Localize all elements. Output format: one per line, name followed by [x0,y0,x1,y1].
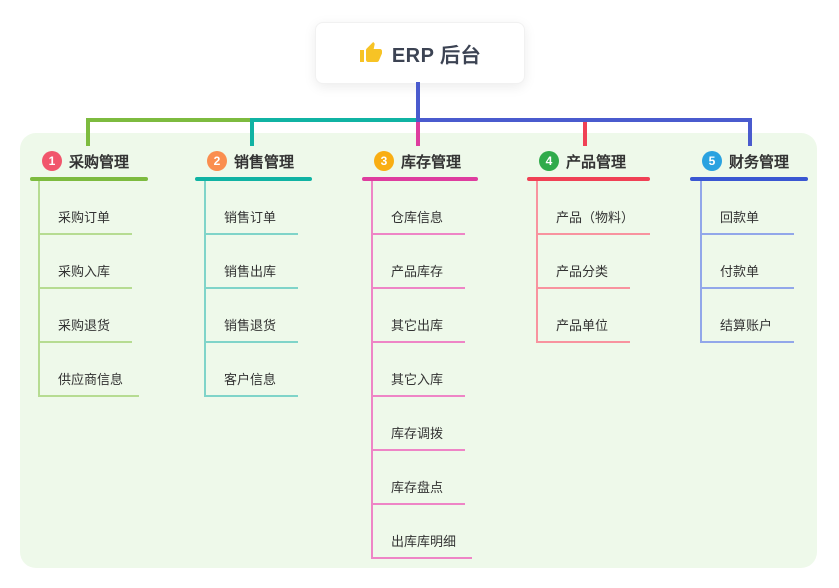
branch-产品管理: 4 产品管理产品（物料） 产品分类产品单位 [527,148,651,343]
branch-采购管理: 1 采购管理采购订单采购入库采购退货供应商信息 [30,148,148,397]
child-label: 出库库明细 [373,531,473,559]
thumbs-up-icon [359,41,383,65]
trunk-segment-2 [250,118,420,122]
branch-children: 采购订单采购入库采购退货供应商信息 [38,181,148,397]
branch-drop-line-1 [86,118,90,146]
child-label: 结算账户 [702,315,794,343]
branch-node-销售管理[interactable]: 2 销售管理 [195,148,312,174]
branch-label: 采购管理 [69,153,130,171]
child-label: 库存盘点 [373,477,465,505]
root-title: ERP 后台 [391,44,482,67]
branch-库存管理: 3 库存管理仓库信息产品库存其它出库其它入库库存调拨库存盘点出库库明细 [362,148,478,559]
branch-drop-line-3 [416,122,420,146]
child-node-销售出库[interactable]: 销售出库 [206,235,312,289]
child-node-采购入库[interactable]: 采购入库 [40,235,148,289]
trunk-segment-3 [416,118,752,122]
child-node-采购退货[interactable]: 采购退货 [40,289,148,343]
branch-财务管理: 5 财务管理回款单付款单结算账户 [690,148,808,343]
branch-underline [195,177,312,181]
child-node-产品分类[interactable]: 产品分类 [538,235,650,289]
child-label: 付款单 [702,261,794,289]
child-label: 供应商信息 [40,369,140,397]
branch-children: 回款单付款单结算账户 [700,181,808,343]
child-label: 产品分类 [538,261,630,289]
branch-underline [362,177,478,181]
child-label: 采购退货 [40,315,132,343]
branch-node-财务管理[interactable]: 5 财务管理 [690,148,808,174]
child-label: 采购入库 [40,261,132,289]
trunk-segment-1 [86,118,254,122]
child-node-库存调拨[interactable]: 库存调拨 [373,397,478,451]
branch-index-badge: 1 [42,151,62,171]
branch-children: 销售订单销售出库销售退货客户信息 [204,181,312,397]
branch-children: 产品（物料） 产品分类产品单位 [536,181,651,343]
child-node-库存盘点[interactable]: 库存盘点 [373,451,478,505]
branch-children: 仓库信息产品库存其它出库其它入库库存调拨库存盘点出库库明细 [371,181,478,559]
child-node-出库库明细[interactable]: 出库库明细 [373,505,478,559]
branch-label: 销售管理 [234,153,295,171]
child-label: 回款单 [702,207,794,235]
branch-underline [690,177,808,181]
child-label: 其它入库 [373,369,465,397]
child-label: 采购订单 [40,207,132,235]
child-node-其它入库[interactable]: 其它入库 [373,343,478,397]
branch-drop-line-2 [250,118,254,146]
child-label: 销售退货 [206,315,298,343]
child-node-付款单[interactable]: 付款单 [702,235,808,289]
branch-node-采购管理[interactable]: 1 采购管理 [30,148,148,174]
child-node-其它出库[interactable]: 其它出库 [373,289,478,343]
child-label: 销售出库 [206,261,298,289]
child-label: 产品库存 [373,261,465,289]
branch-drop-line-5 [748,118,752,146]
child-label: 其它出库 [373,315,465,343]
child-node-供应商信息[interactable]: 供应商信息 [40,343,148,397]
child-label: 库存调拨 [373,423,465,451]
child-node-产品单位[interactable]: 产品单位 [538,289,650,343]
root-node[interactable]: ERP 后台 [315,22,525,84]
branch-label: 财务管理 [729,153,790,171]
child-node-产品（物料）[interactable]: 产品（物料） [538,181,651,235]
child-label: 销售订单 [206,207,298,235]
branch-销售管理: 2 销售管理销售订单销售出库销售退货客户信息 [195,148,312,397]
branch-underline [527,177,650,181]
branch-index-badge: 5 [702,151,722,171]
branch-node-库存管理[interactable]: 3 库存管理 [362,148,478,174]
branches-panel [20,133,817,568]
child-label: 客户信息 [206,369,298,397]
child-node-销售退货[interactable]: 销售退货 [206,289,312,343]
child-node-回款单[interactable]: 回款单 [702,181,808,235]
child-label: 产品（物料） [538,207,651,235]
child-node-采购订单[interactable]: 采购订单 [40,181,148,235]
child-label: 产品单位 [538,315,630,343]
child-node-销售订单[interactable]: 销售订单 [206,181,312,235]
branch-index-badge: 3 [374,151,394,171]
branch-label: 产品管理 [566,153,627,171]
branch-index-badge: 2 [207,151,227,171]
branch-node-产品管理[interactable]: 4 产品管理 [527,148,650,174]
child-node-仓库信息[interactable]: 仓库信息 [373,181,478,235]
root-connector-line [416,82,420,122]
branch-underline [30,177,148,181]
branch-index-badge: 4 [539,151,559,171]
child-node-客户信息[interactable]: 客户信息 [206,343,312,397]
child-label: 仓库信息 [373,207,465,235]
branch-drop-line-4 [583,122,587,146]
child-node-结算账户[interactable]: 结算账户 [702,289,808,343]
child-node-产品库存[interactable]: 产品库存 [373,235,478,289]
branch-label: 库存管理 [401,153,462,171]
